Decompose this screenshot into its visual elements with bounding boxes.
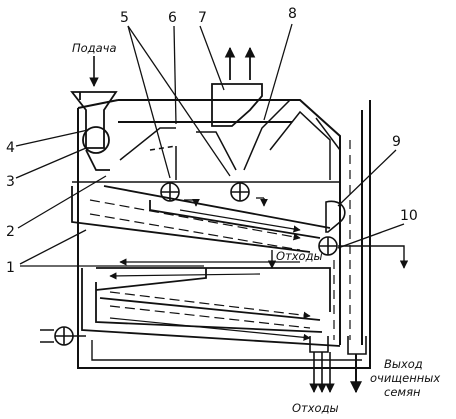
small-rotor-outlets xyxy=(184,197,268,207)
callout-5: 5 xyxy=(120,10,129,26)
callout-leaders xyxy=(15,23,405,267)
fan-rotor-2 xyxy=(230,182,250,202)
bottom-outlets xyxy=(309,336,367,394)
lower-sieve-frame xyxy=(81,267,341,347)
outlet-label-line1: Выход xyxy=(384,357,423,371)
outlet-label-line3: семян xyxy=(384,385,421,399)
machine-housing xyxy=(72,99,371,369)
callout-8: 8 xyxy=(288,6,297,22)
right-channel-flow xyxy=(333,140,351,340)
aspiration-outlet xyxy=(211,46,263,127)
fan-rotor-9 xyxy=(318,236,338,256)
side-outlet-arrow xyxy=(338,245,409,269)
callout-9: 9 xyxy=(392,134,401,150)
aspiration-ducts xyxy=(119,99,341,180)
waste-mid-label: Отходы xyxy=(276,249,323,263)
callout-10: 10 xyxy=(400,208,418,224)
callout-4: 4 xyxy=(6,140,15,156)
callout-7: 7 xyxy=(198,10,207,26)
callout-6: 6 xyxy=(168,10,177,26)
callout-1: 1 xyxy=(6,260,15,276)
callout-3: 3 xyxy=(6,174,15,190)
drive-motor xyxy=(40,326,86,346)
callout-2: 2 xyxy=(6,224,15,240)
upper-sieve-flow xyxy=(89,199,301,251)
outlet-label-line2: очищенных xyxy=(370,371,440,385)
feed-label: Подача xyxy=(72,41,117,55)
fan-cyclone-9 xyxy=(325,200,346,233)
waste-bottom-label: Отходы xyxy=(292,401,339,415)
upper-sieve-frame xyxy=(71,185,331,253)
feed-hopper xyxy=(70,91,118,171)
